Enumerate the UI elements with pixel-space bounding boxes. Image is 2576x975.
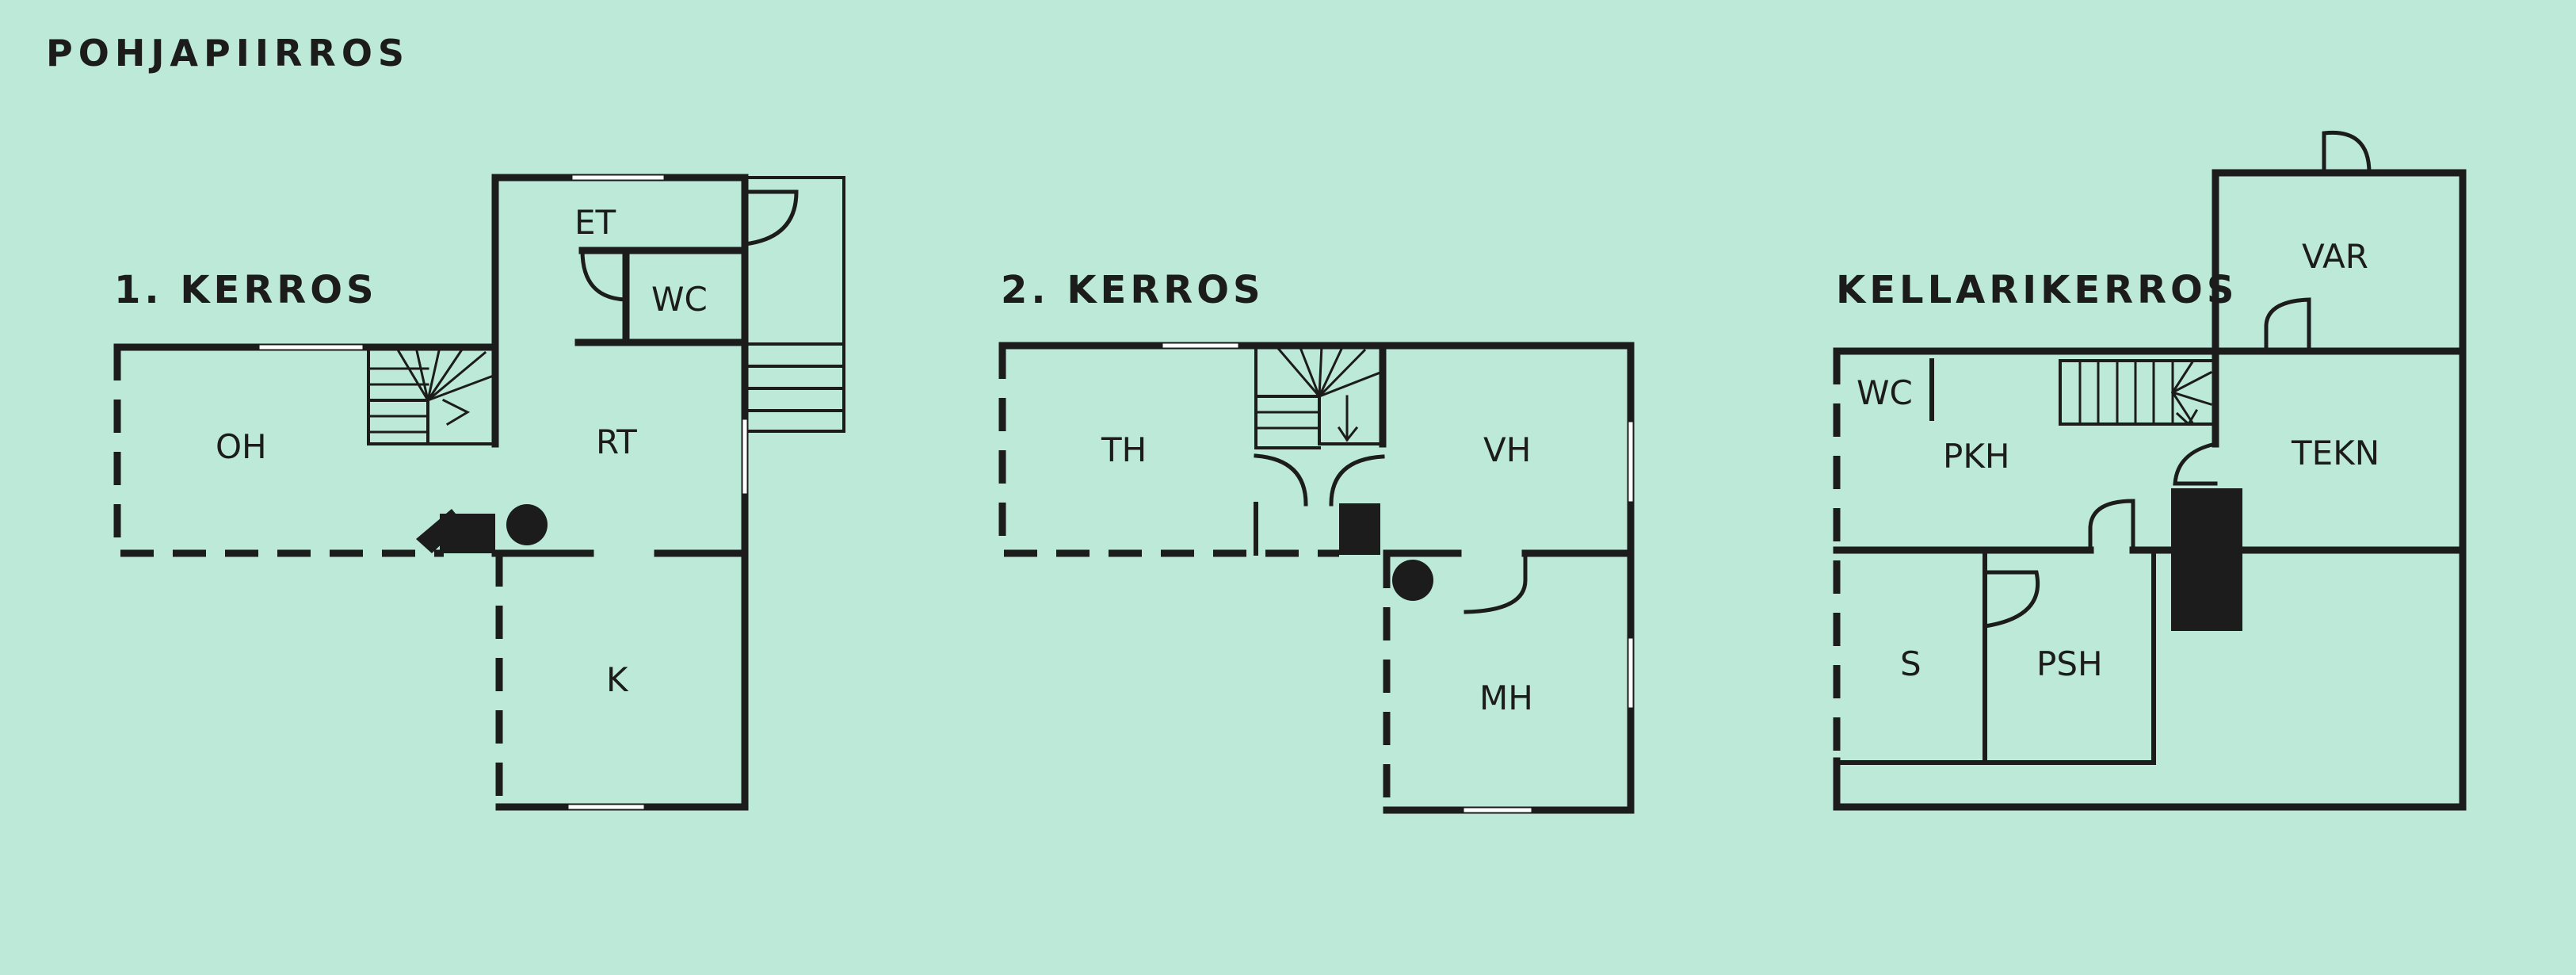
first-floor-heading: 1. KERROS bbox=[114, 268, 378, 312]
room-label-mh: MH bbox=[1479, 679, 1533, 717]
room-label-pkh: PKH bbox=[1943, 437, 2009, 476]
second-floor-room-labels: TH VH MH bbox=[1101, 430, 1533, 717]
room-label-et: ET bbox=[574, 203, 616, 242]
first-floor-plan bbox=[113, 174, 845, 811]
room-label-th: TH bbox=[1101, 430, 1147, 469]
basement-room-labels: VAR WC PKH TEKN S PSH bbox=[1857, 237, 2379, 683]
first-floor-room-labels: ET WC OH RT K bbox=[216, 203, 708, 699]
room-label-var: VAR bbox=[2302, 237, 2368, 276]
page-title: POHJAPIIRROS bbox=[46, 32, 410, 75]
second-floor-plan bbox=[998, 342, 1635, 814]
room-label-rt: RT bbox=[596, 422, 637, 461]
basement-heading: KELLARIKERROS bbox=[1836, 268, 2238, 312]
second-floor-heading: 2. KERROS bbox=[1001, 268, 1265, 312]
room-label-k: K bbox=[606, 660, 629, 699]
room-label-psh: PSH bbox=[2036, 644, 2103, 683]
room-label-tekn: TEKN bbox=[2291, 434, 2379, 472]
room-label-s: S bbox=[1900, 644, 1922, 683]
room-label-oh: OH bbox=[216, 427, 267, 466]
basement-plan bbox=[1833, 130, 2467, 811]
room-label-vh: VH bbox=[1483, 430, 1531, 469]
room-label-wc: WC bbox=[651, 280, 708, 319]
room-label-basement-wc: WC bbox=[1857, 373, 1913, 412]
